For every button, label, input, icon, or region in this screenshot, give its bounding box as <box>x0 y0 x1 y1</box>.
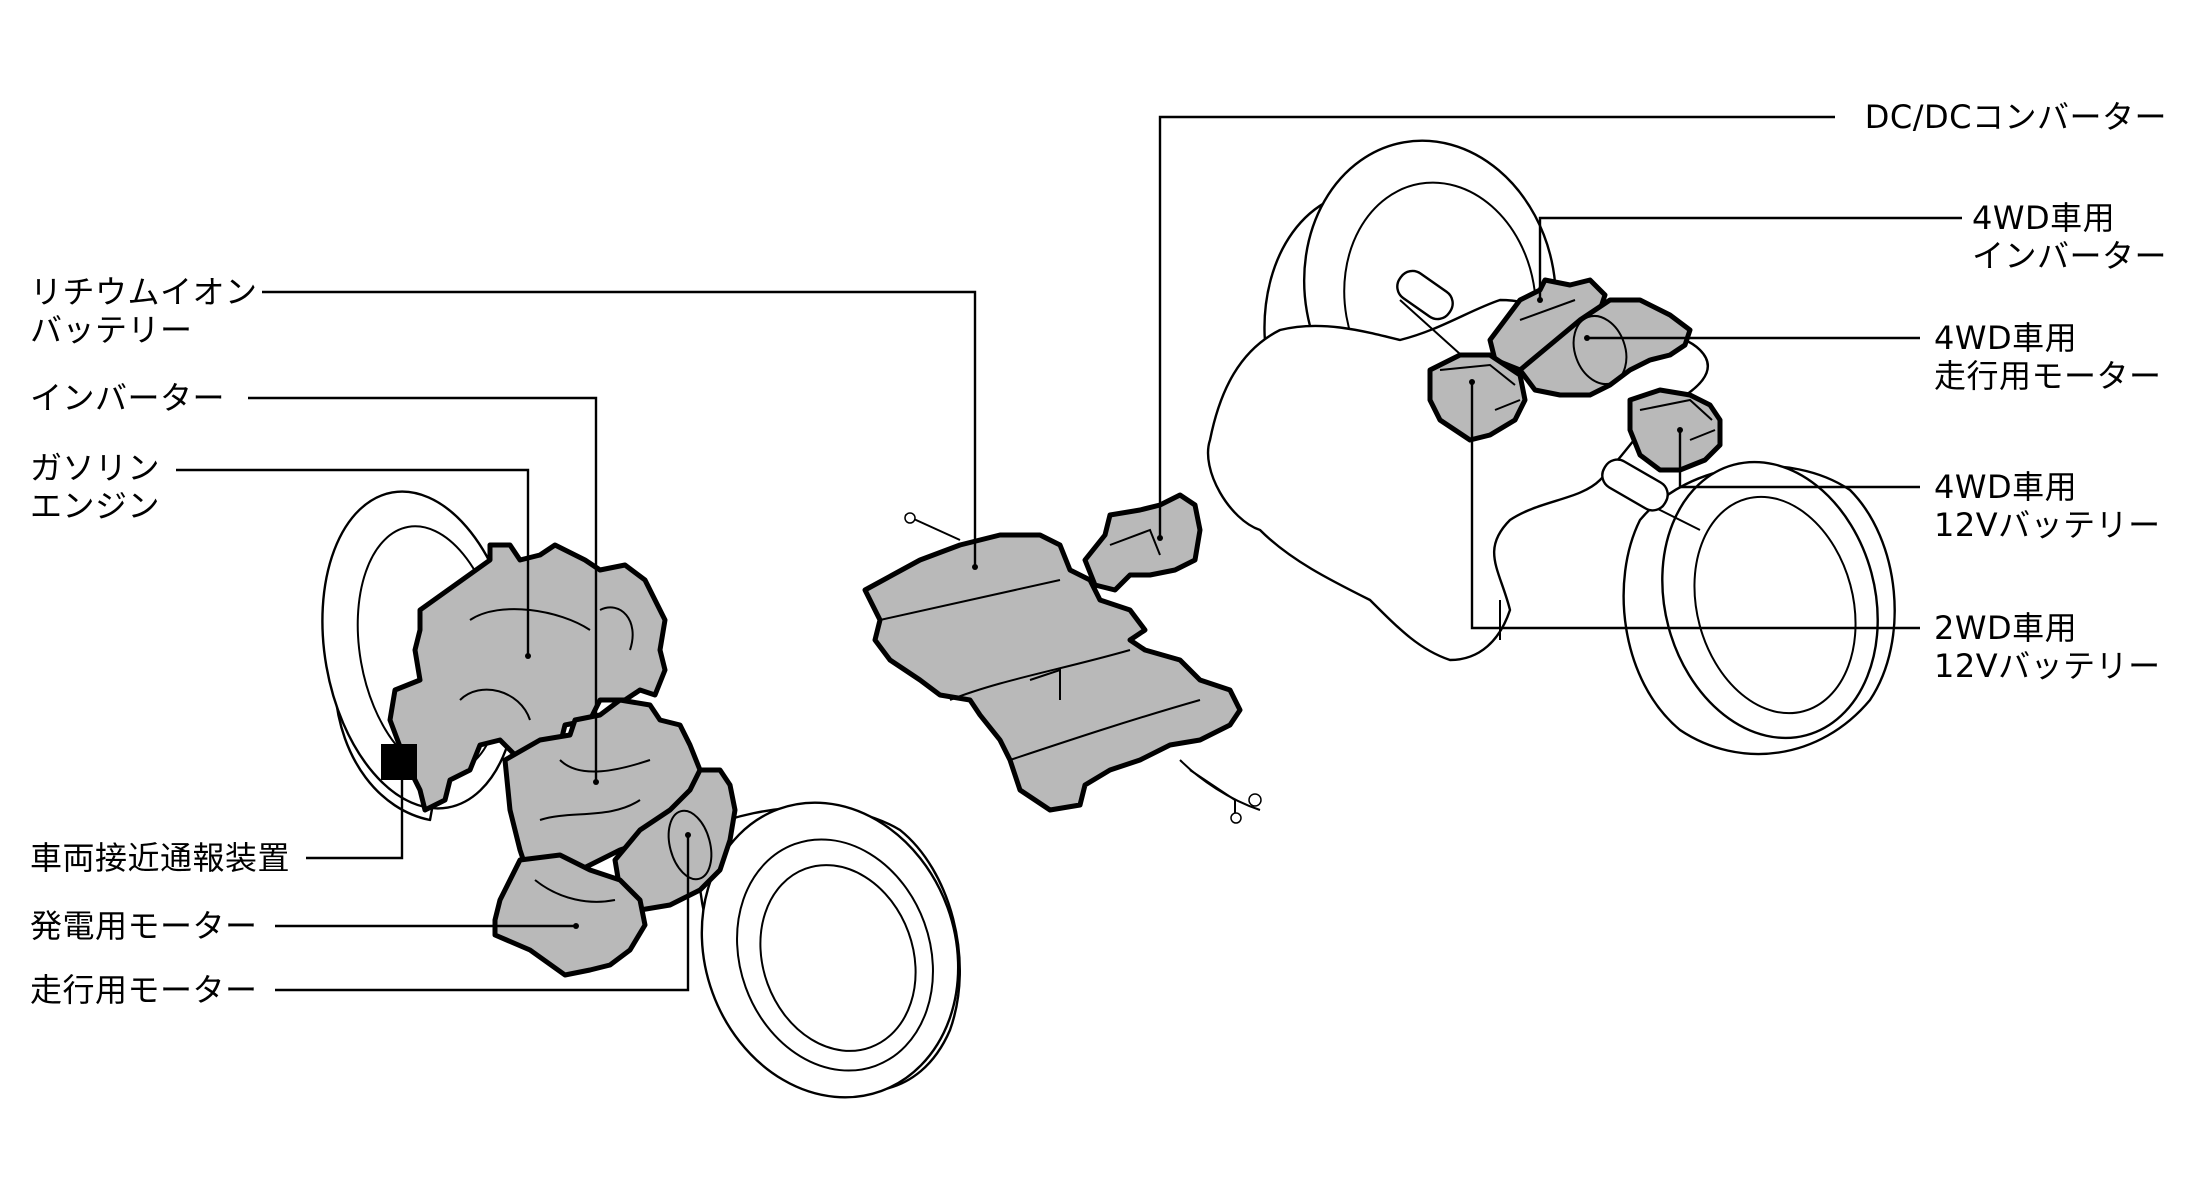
leader-dcdc <box>1158 115 1835 538</box>
label-2wd-12v-battery: 2WD車用 12Vバッテリー <box>1934 609 2161 685</box>
label-generator-motor-text: 発電用モーター <box>30 907 258 945</box>
vehicle-approach-speaker <box>381 744 417 780</box>
label-4wd-drive-motor-line1: 4WD車用 <box>1934 319 2078 357</box>
leader-lines <box>176 115 1962 992</box>
label-lithium-ion-battery: リチウムイオン バッテリー <box>30 273 258 349</box>
label-drive-motor: 走行用モーター <box>30 971 258 1009</box>
label-gasoline-engine: ガソリン エンジン <box>30 449 160 525</box>
label-gasoline-engine-line2: エンジン <box>30 487 161 525</box>
leader-4wd-inverter <box>1538 216 1962 300</box>
drive-motor <box>612 767 738 913</box>
label-vehicle-approach-alert: 車両接近通報装置 <box>30 839 290 877</box>
label-dcdc-converter: DC/DCコンバーター <box>1865 98 2167 136</box>
leader-avas <box>306 779 404 860</box>
lithium-ion-battery <box>862 512 1262 824</box>
label-drive-motor-text: 走行用モーター <box>30 971 258 1009</box>
label-inverter: インバーター <box>30 379 225 417</box>
leader-inverter <box>248 396 598 782</box>
2wd-12v-battery <box>1427 352 1528 443</box>
label-dcdc-converter-text: DC/DCコンバーター <box>1864 98 2167 136</box>
label-lithium-ion-battery-line1: リチウムイオン <box>30 273 258 311</box>
generator-motor <box>492 852 648 978</box>
leader-4wd-battery <box>1678 430 1920 489</box>
label-gasoline-engine-line1: ガソリン <box>30 449 161 487</box>
leader-drive-motor <box>275 835 690 992</box>
label-4wd-inverter: 4WD車用 インバーター <box>1972 199 2167 275</box>
label-inverter-text: インバーター <box>30 379 226 417</box>
label-4wd-12v-battery: 4WD車用 12Vバッテリー <box>1934 468 2161 544</box>
label-4wd-drive-motor-line2: 走行用モーター <box>1934 357 2162 395</box>
dcdc-converter <box>1082 492 1203 593</box>
label-2wd-12v-battery-line2: 12Vバッテリー <box>1934 647 2161 685</box>
4wd-12v-battery <box>1627 387 1723 473</box>
label-vehicle-approach-alert-text: 車両接近通報装置 <box>30 839 291 877</box>
4wd-drive-motor <box>1517 297 1693 398</box>
leader-li-ion <box>262 290 977 567</box>
rear-right-wheel <box>1622 460 1896 756</box>
label-4wd-12v-battery-line1: 4WD車用 <box>1934 468 2078 506</box>
label-4wd-drive-motor: 4WD車用 走行用モーター <box>1934 319 2162 395</box>
leader-engine <box>176 468 530 656</box>
label-lithium-ion-battery-line2: バッテリー <box>30 311 193 349</box>
label-4wd-inverter-line2: インバーター <box>1972 237 2168 275</box>
front-right-wheel <box>696 801 961 1099</box>
label-4wd-12v-battery-line2: 12Vバッテリー <box>1934 506 2161 544</box>
label-2wd-12v-battery-line1: 2WD車用 <box>1934 609 2078 647</box>
leader-2wd-battery <box>1470 382 1920 630</box>
label-4wd-inverter-line1: 4WD車用 <box>1972 199 2116 237</box>
label-generator-motor: 発電用モーター <box>30 907 258 945</box>
